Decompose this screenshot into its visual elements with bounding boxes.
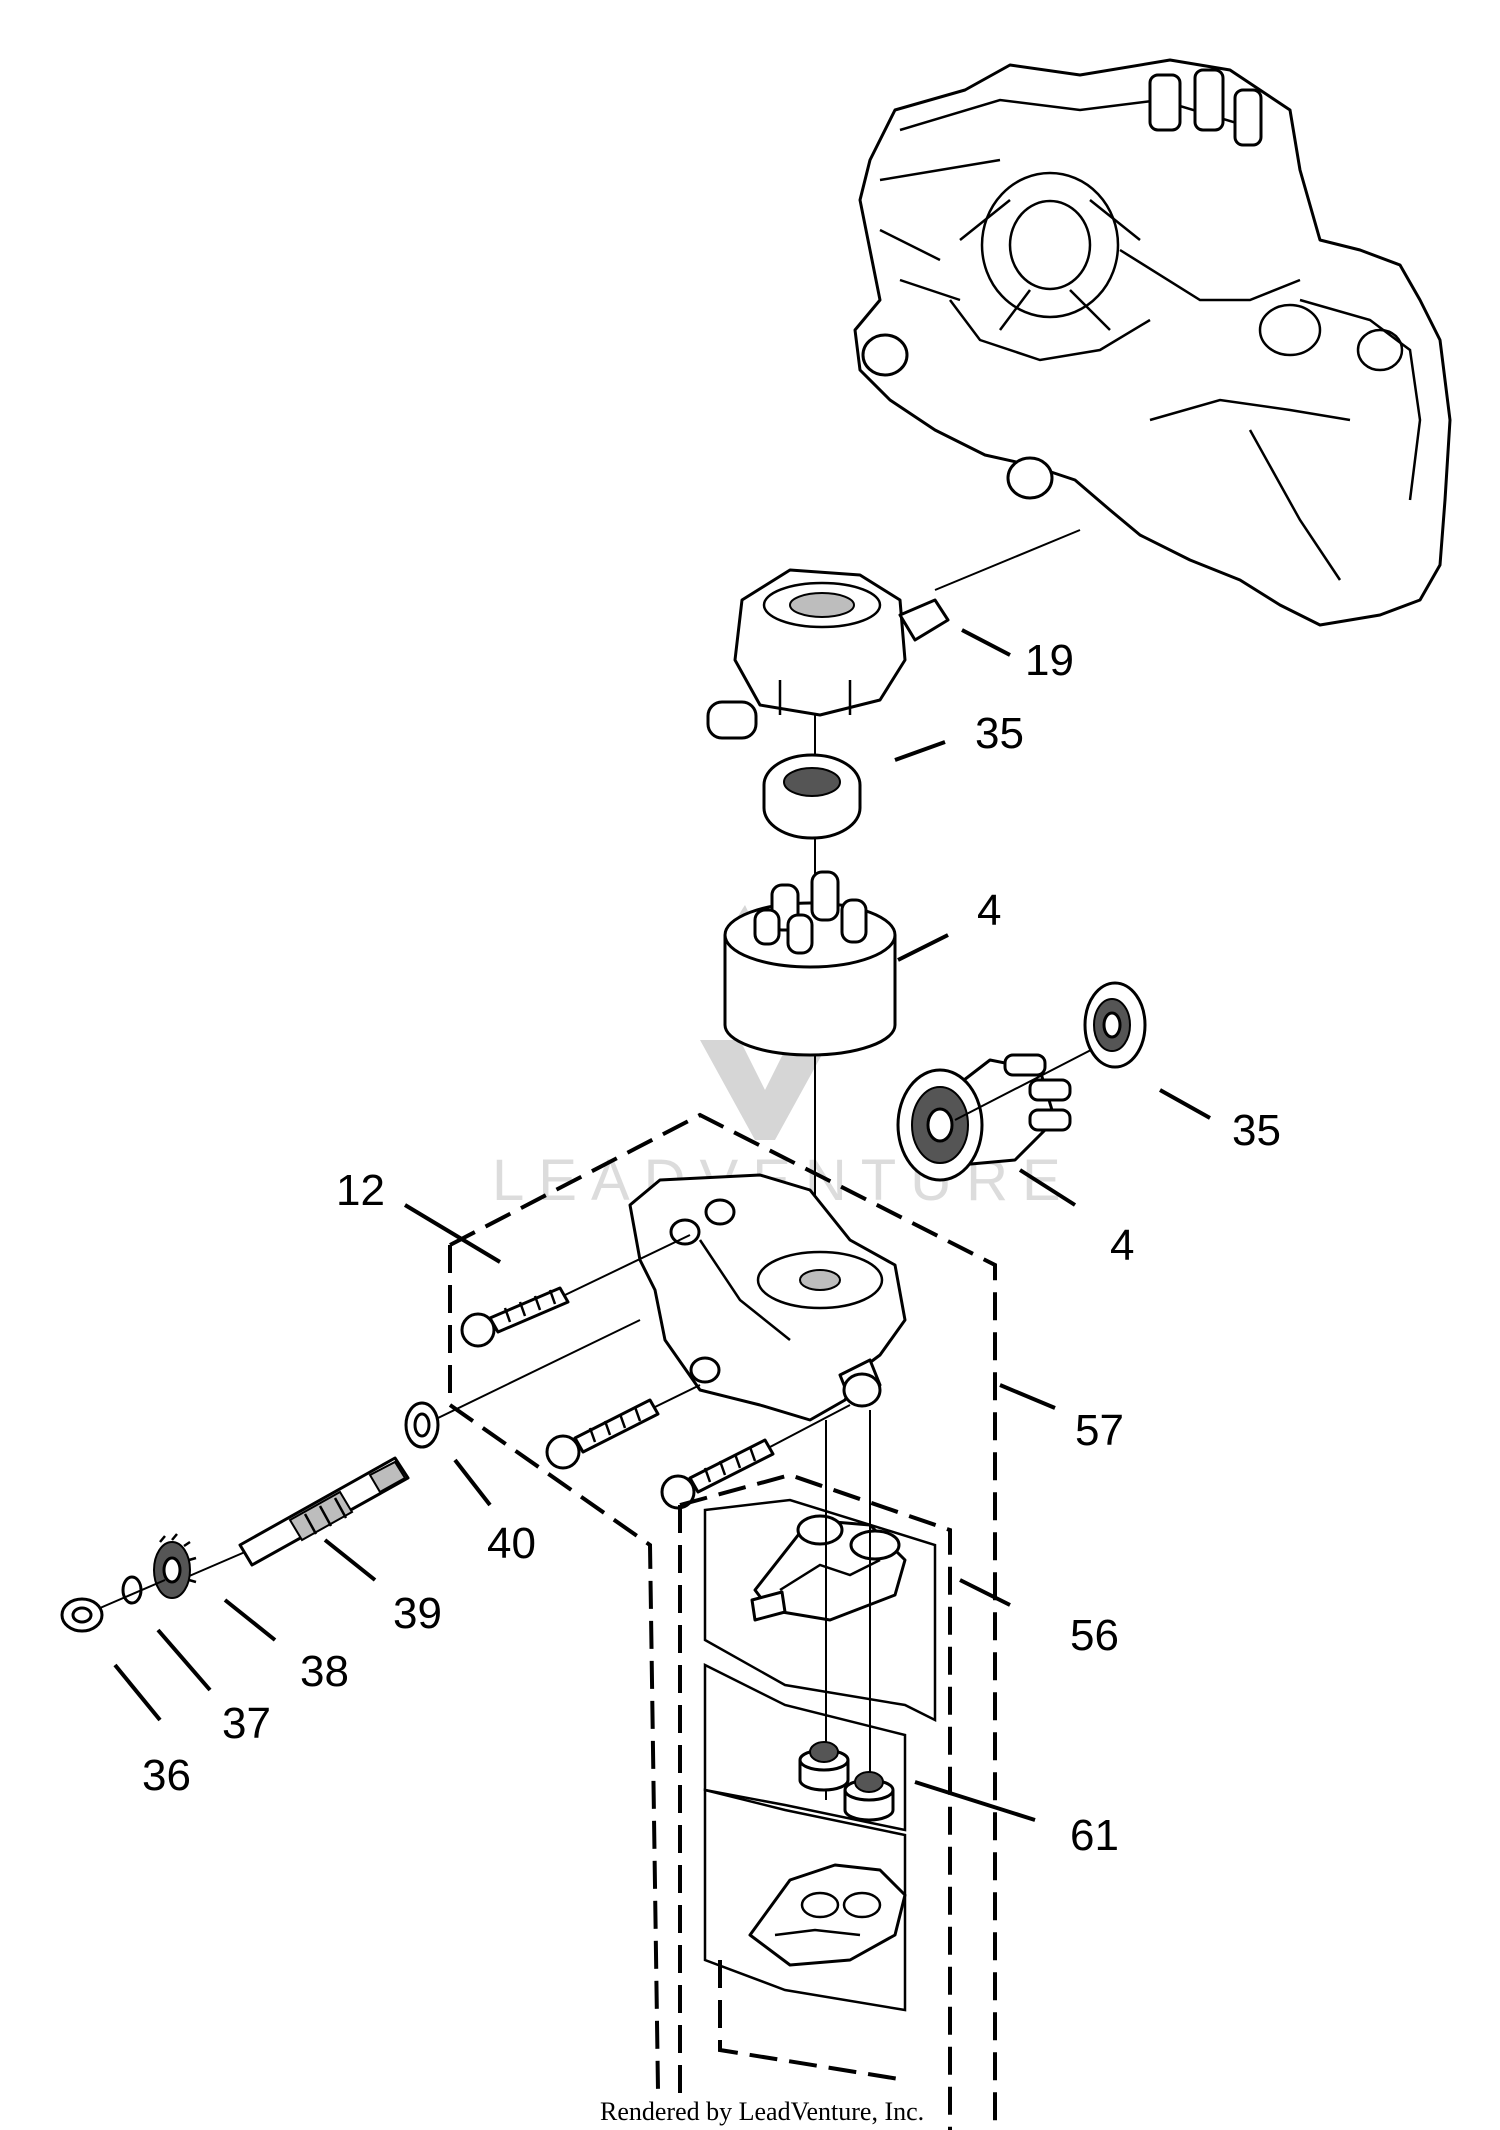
frame-dash (718, 1960, 906, 2082)
callout-57: 57 (1075, 1406, 1124, 1455)
bolt-icon (545, 1398, 660, 1470)
assembly-56-outline (679, 1472, 952, 2130)
callout-36: 36 (142, 1751, 191, 1800)
callout-38: 38 (300, 1647, 349, 1696)
callout-40: 40 (487, 1519, 536, 1568)
leader-lines (113, 628, 1211, 1822)
shaft-icon (238, 1456, 410, 1567)
callout-4-center: 4 (977, 886, 1001, 935)
transaxle-housing-icon (853, 58, 1452, 627)
assembly-57-outline-left (448, 1245, 660, 2091)
callout-56: 56 (1070, 1611, 1119, 1660)
callout-12: 12 (336, 1166, 385, 1215)
bushing-icon (798, 1741, 895, 1822)
seal-icon (762, 753, 862, 840)
washer-icon (404, 1401, 440, 1449)
bolt-icon (660, 1438, 775, 1510)
cover-plate-icon (748, 1863, 907, 1967)
snap-ring-icon (121, 1575, 143, 1605)
pump-block-icon (706, 568, 950, 740)
thrust-washer-icon (60, 1597, 104, 1633)
callout-35-right: 35 (1232, 1106, 1281, 1155)
seal-right-icon (1083, 981, 1147, 1069)
callout-19: 19 (1025, 636, 1074, 685)
bolt-icon (460, 1286, 570, 1348)
center-section-icon (628, 1173, 907, 1422)
housing-axis-line (934, 529, 1081, 591)
callout-61: 61 (1070, 1811, 1119, 1860)
rendered-by-credit: Rendered by LeadVenture, Inc. (600, 2097, 924, 2126)
callout-39: 39 (393, 1589, 442, 1638)
cover-frame (703, 1788, 907, 2012)
callout-4-right: 4 (1110, 1221, 1134, 1270)
filter-icon (750, 1514, 907, 1622)
gear-icon (153, 1533, 197, 1599)
assembly-57-outline (449, 1112, 997, 2130)
callout-37: 37 (222, 1699, 271, 1748)
filter-frame (703, 1498, 937, 1723)
callout-35-top: 35 (975, 709, 1024, 758)
cylinder-block-icon (723, 870, 897, 1057)
